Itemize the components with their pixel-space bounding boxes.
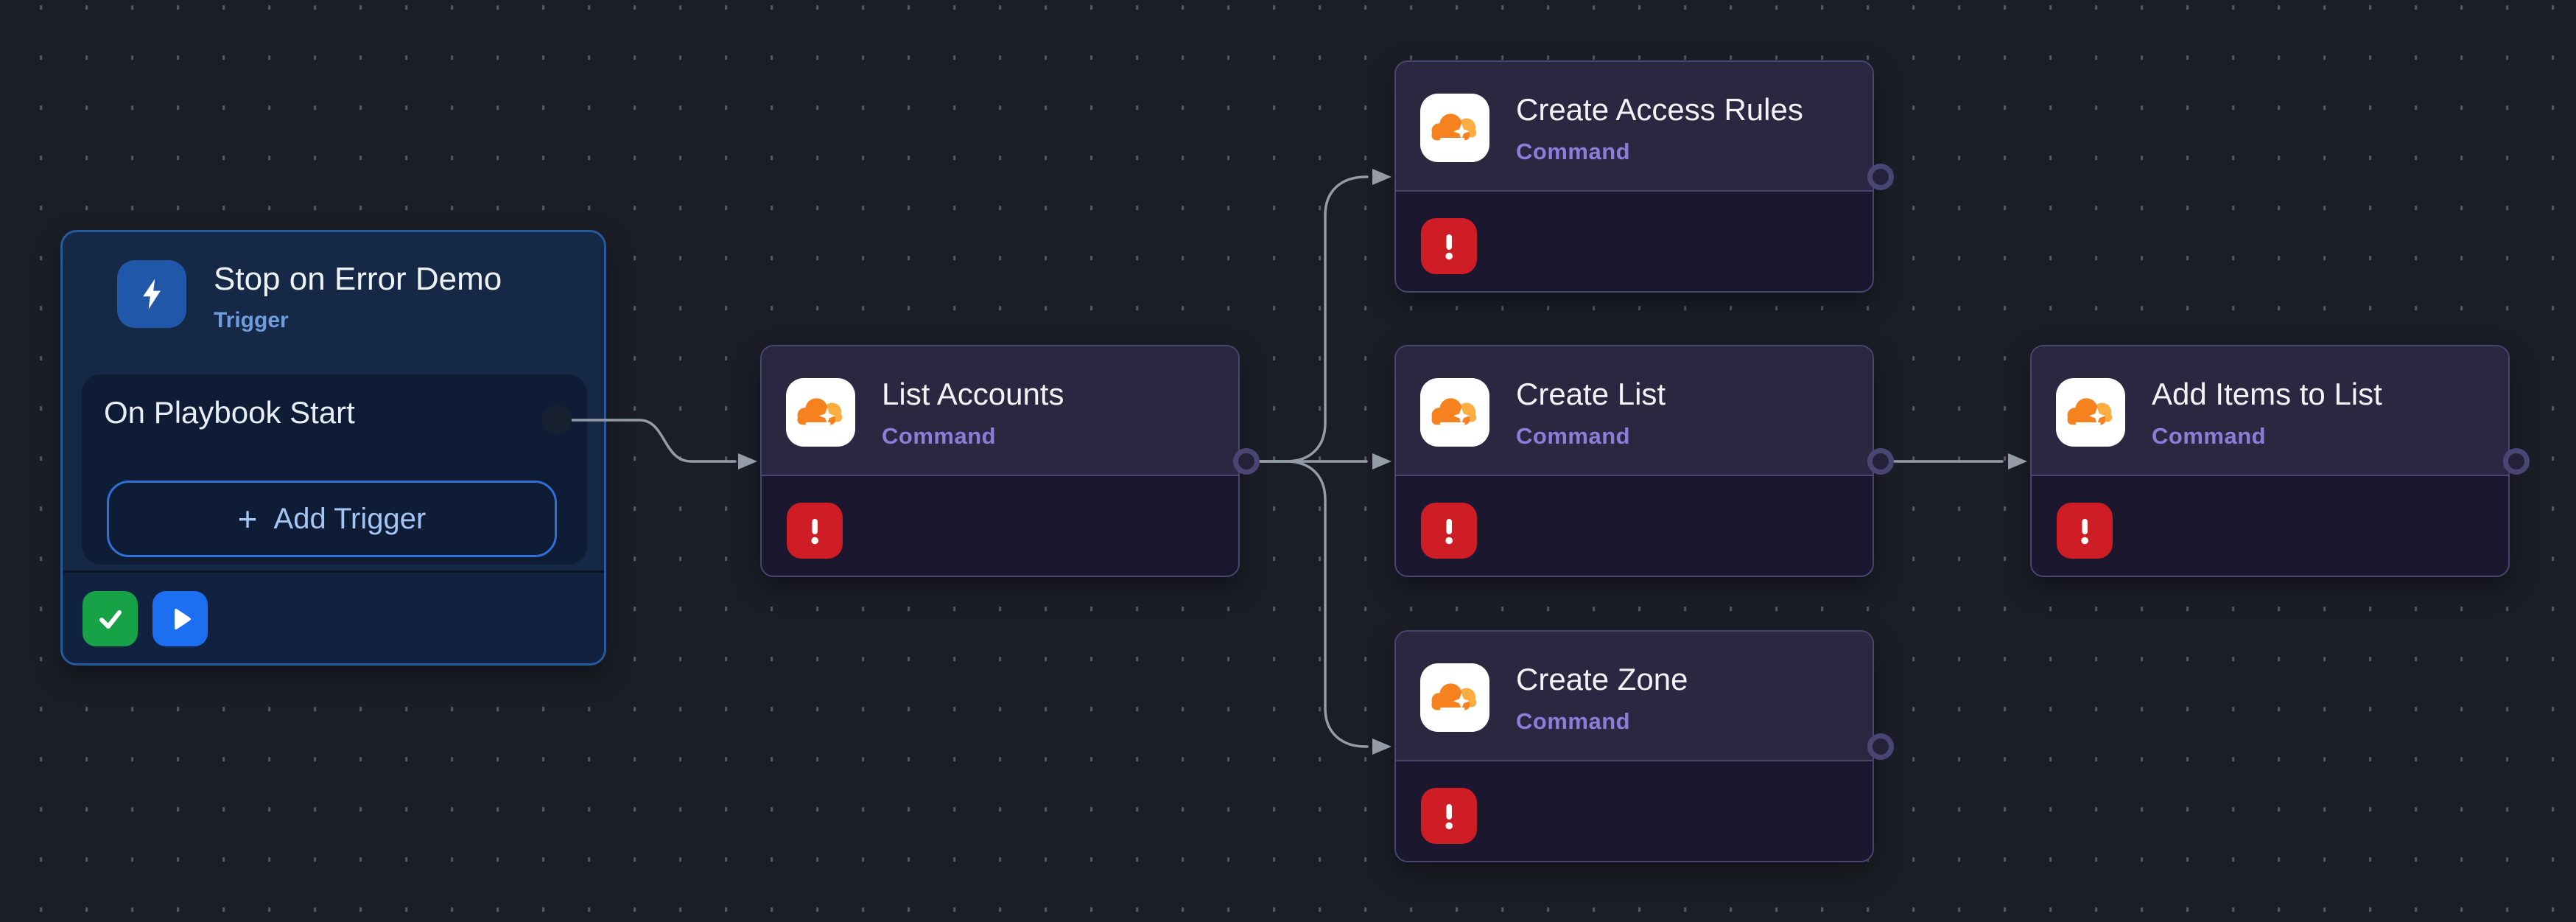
plus-icon: + <box>237 500 258 538</box>
cloudflare-icon <box>1420 94 1489 162</box>
command-node-create-zone[interactable]: Create Zone Command <box>1394 630 1874 862</box>
command-node-type: Command <box>2152 423 2267 449</box>
command-node-status-bar <box>1396 761 1873 859</box>
command-node-title: Add Items to List <box>2152 377 2382 411</box>
lightning-bolt-icon <box>117 260 186 328</box>
command-node-status-bar <box>762 476 1238 574</box>
error-icon[interactable] <box>787 503 843 559</box>
play-icon <box>163 601 198 637</box>
add-trigger-button[interactable]: + Add Trigger <box>107 481 557 557</box>
check-icon <box>93 601 128 637</box>
command-node-header: Add Items to List Command <box>2032 346 2508 476</box>
command-node-header: Create Access Rules Command <box>1396 62 1873 192</box>
cloudflare-icon <box>2056 378 2125 447</box>
command-node-title: List Accounts <box>882 377 1064 411</box>
trigger-row-on-playbook-start[interactable]: On Playbook Start <box>104 395 355 430</box>
add-trigger-label: Add Trigger <box>273 502 427 535</box>
command-node-type: Command <box>1516 423 1631 449</box>
error-icon[interactable] <box>1421 788 1477 844</box>
command-node-add-items-to-list[interactable]: Add Items to List Command <box>2030 345 2510 577</box>
command-node-status-bar <box>1396 476 1873 574</box>
enabled-toggle-button[interactable] <box>83 591 138 646</box>
cloudflare-icon <box>1420 378 1489 447</box>
command-node-type: Command <box>1516 139 1631 164</box>
error-icon[interactable] <box>1421 503 1477 559</box>
run-playbook-button[interactable] <box>152 591 208 646</box>
command-node-header: Create Zone Command <box>1396 632 1873 761</box>
trigger-node-type: Trigger <box>214 308 289 332</box>
cloudflare-icon <box>786 378 855 447</box>
error-icon[interactable] <box>2057 503 2113 559</box>
command-node-title: Create Access Rules <box>1516 92 1803 127</box>
command-node-create-list[interactable]: Create List Command <box>1394 345 1874 577</box>
command-node-type: Command <box>882 423 997 449</box>
command-node-header: List Accounts Command <box>762 346 1238 476</box>
command-node-type: Command <box>1516 708 1631 734</box>
command-node-list-accounts[interactable]: List Accounts Command <box>760 345 1240 577</box>
cloudflare-icon <box>1420 663 1489 732</box>
command-node-header: Create List Command <box>1396 346 1873 476</box>
command-node-title: Create List <box>1516 377 1666 411</box>
trigger-node[interactable]: Stop on Error Demo Trigger On Playbook S… <box>60 230 606 666</box>
command-node-status-bar <box>1396 192 1873 290</box>
command-node-create-access-rules[interactable]: Create Access Rules Command <box>1394 60 1874 293</box>
trigger-node-title: Stop on Error Demo <box>214 261 502 297</box>
error-icon[interactable] <box>1421 218 1477 274</box>
trigger-node-footer <box>63 570 604 663</box>
command-node-status-bar <box>2032 476 2508 574</box>
command-node-title: Create Zone <box>1516 662 1688 696</box>
trigger-list-panel: On Playbook Start + Add Trigger <box>82 374 587 565</box>
